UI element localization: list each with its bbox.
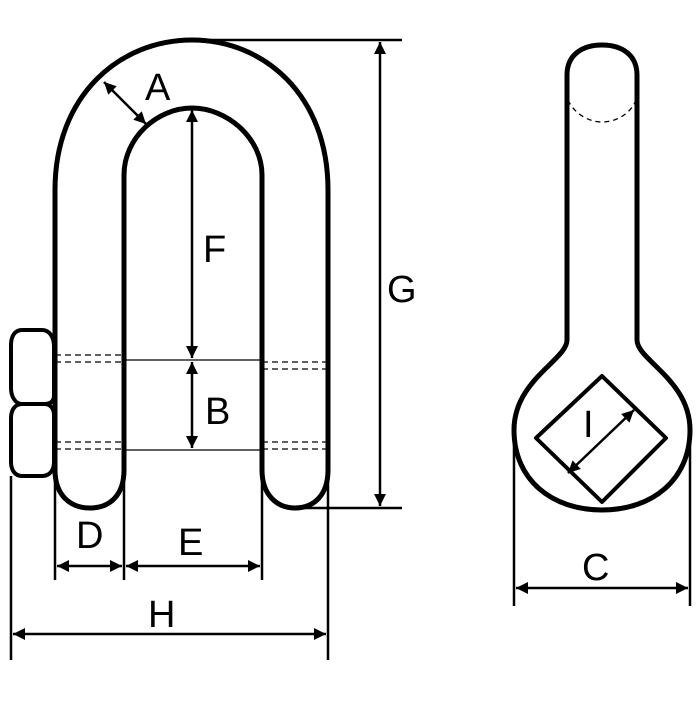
square-pin-diamond — [534, 374, 668, 504]
side-view-hidden-arc — [567, 99, 637, 123]
label-e: E — [178, 522, 203, 564]
label-f: F — [203, 229, 226, 271]
right-leg-tip — [259, 469, 331, 511]
dim-i — [567, 409, 635, 474]
label-h: H — [148, 594, 175, 636]
label-a: A — [145, 67, 171, 109]
shackle-inner-outline — [121, 105, 265, 470]
left-leg-tip — [52, 469, 127, 511]
dimension-lines — [9, 38, 402, 660]
label-d: D — [76, 515, 103, 557]
pin-hidden-lines — [55, 354, 328, 451]
shackle-side-view — [511, 42, 693, 513]
side-view-outline — [511, 42, 693, 513]
hex-nut — [9, 328, 56, 478]
label-i: I — [583, 404, 594, 446]
label-g: G — [387, 269, 417, 311]
dim-a — [103, 81, 147, 125]
side-dimension-lines — [512, 409, 692, 606]
label-c: C — [582, 547, 609, 589]
label-b: B — [205, 391, 230, 433]
